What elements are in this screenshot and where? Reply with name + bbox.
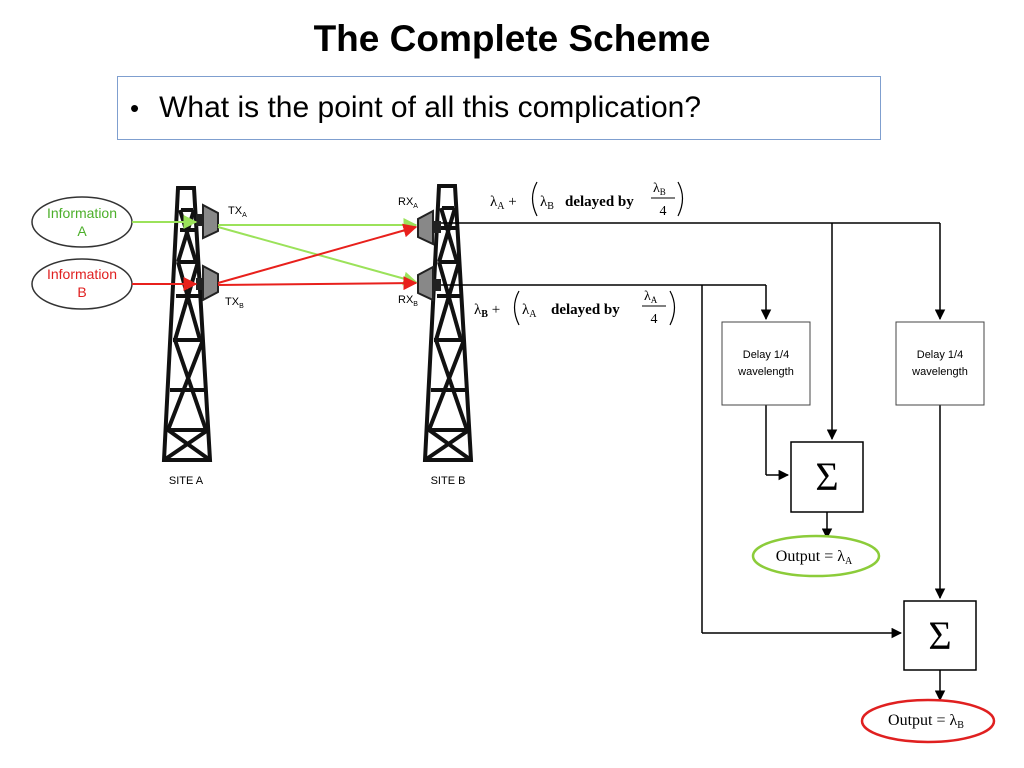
delay-2-line2: wavelength	[911, 366, 968, 378]
signal-bottom-frac-den: 4	[651, 312, 658, 327]
information-a-line1: Information	[47, 205, 117, 221]
delay-1-line1: Delay 1/4	[743, 349, 789, 361]
output-b-node: Output = λB	[860, 698, 996, 744]
delay-block-1: Delay 1/4 wavelength	[721, 321, 811, 406]
signal-bottom-frac-num: λA	[644, 289, 658, 305]
signal-top-frac-num: λB	[653, 181, 666, 197]
summer-a: Σ	[790, 441, 864, 513]
information-a-node: Information A	[31, 196, 133, 248]
delay-2-line1: Delay 1/4	[917, 349, 963, 361]
tx-a-antenna	[196, 203, 219, 240]
delay-block-2: Delay 1/4 wavelength	[895, 321, 985, 406]
summer-b: Σ	[903, 600, 977, 671]
bullet-text: What is the point of all this complicati…	[159, 91, 702, 124]
signal-bottom-lambda-1: λB +	[474, 302, 500, 320]
output-b-label: Output = λB	[888, 712, 964, 731]
signal-top-frac-den: 4	[660, 204, 667, 219]
signal-top-lambda-1: λA +	[490, 194, 517, 212]
tx-b-antenna	[196, 264, 219, 302]
slide-title: The Complete Scheme	[313, 18, 711, 59]
information-b-node: Information B	[31, 258, 133, 310]
signal-top-expression: λA + λB delayed by λB 4	[490, 181, 684, 219]
summer-a-symbol: Σ	[815, 454, 838, 499]
information-a-line2: A	[77, 223, 87, 239]
tx-b-label: TXB	[225, 296, 244, 310]
site-b-label: SITE B	[431, 475, 466, 487]
signal-bottom-lambda-2: λA	[522, 302, 537, 320]
signal-wiring	[441, 222, 946, 702]
summer-b-symbol: Σ	[928, 613, 951, 658]
tx-a-label: TXA	[228, 205, 247, 219]
bullet-dot: •	[130, 92, 140, 123]
rx-a-antenna	[417, 209, 441, 246]
tower-site-b	[422, 184, 474, 462]
rx-b-label: RXB	[398, 294, 418, 308]
output-a-label: Output = λA	[776, 548, 853, 567]
signal-top-lambda-2: λB	[540, 194, 554, 212]
signal-top-delayed-by: delayed by	[565, 194, 634, 210]
bullet-box: • What is the point of all this complica…	[117, 76, 881, 140]
signal-bottom-delayed-by: delayed by	[551, 302, 620, 318]
information-b-line1: Information	[47, 266, 117, 282]
site-a-label: SITE A	[169, 475, 204, 487]
link-txb-rxa	[217, 223, 418, 284]
signal-bottom-expression: λB + λA delayed by λA 4	[474, 289, 676, 327]
information-b-line2: B	[77, 284, 86, 300]
rx-a-label: RXA	[398, 196, 418, 210]
rx-b-antenna	[417, 265, 441, 302]
output-a-node: Output = λA	[751, 534, 881, 578]
tower-site-a	[161, 186, 213, 462]
link-txb-rxb	[217, 276, 418, 291]
delay-1-line2: wavelength	[737, 366, 794, 378]
